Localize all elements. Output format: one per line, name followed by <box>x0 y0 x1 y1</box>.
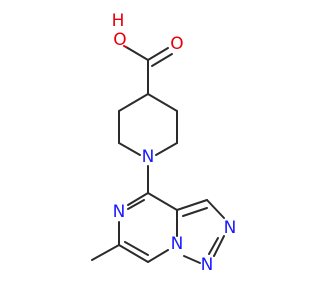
atom-carbonyl-o: O <box>170 34 183 54</box>
bond-c-o-double-a <box>147 47 169 61</box>
bond-n2-n1 <box>183 255 201 264</box>
bond-n3-n2 <box>213 235 225 257</box>
pyrazine-ring <box>118 192 178 263</box>
piperidine-ring <box>118 93 178 156</box>
bond-c6-c5-inner <box>124 241 149 256</box>
bond-c8a-c3a-inner <box>182 207 208 217</box>
atom-bridge-n: N <box>171 234 184 254</box>
bond-c2-n1 <box>118 142 141 156</box>
bond-n3-n2-inner <box>208 237 219 255</box>
bond-c4-c3 <box>118 93 149 112</box>
bond-c6-c5 <box>118 244 149 263</box>
bond-c3a-n3 <box>206 199 225 219</box>
bond-c-o-single-red <box>123 45 127 48</box>
bond-c6-methyl <box>91 244 120 261</box>
bond-n1-c6 <box>155 142 178 156</box>
atom-hydroxyl-o: O <box>113 30 126 50</box>
atom-triazole-n2: N <box>201 255 214 275</box>
atom-labels: H O O N N N N N <box>112 11 237 275</box>
triazole-ring <box>176 199 225 264</box>
bond-c5-c4 <box>147 93 178 112</box>
carboxylic-acid-group <box>123 45 173 95</box>
atom-triazole-n3: N <box>224 218 237 238</box>
bond-c8a-c8 <box>147 192 178 211</box>
structure-diagram: H O O N N N N N <box>91 11 237 275</box>
bond-c8-n7 <box>127 192 149 206</box>
atom-piperidine-n: N <box>142 147 155 167</box>
bond-c8-n7-inner <box>127 199 145 210</box>
bond-c-o-single <box>125 46 149 61</box>
bond-c8a-c3a <box>176 199 208 211</box>
bond-c-o-double-b <box>151 53 173 67</box>
atom-hydroxyl-h: H <box>112 11 125 31</box>
bond-c5-n4 <box>147 249 169 263</box>
atom-pyrazine-n: N <box>113 202 126 222</box>
